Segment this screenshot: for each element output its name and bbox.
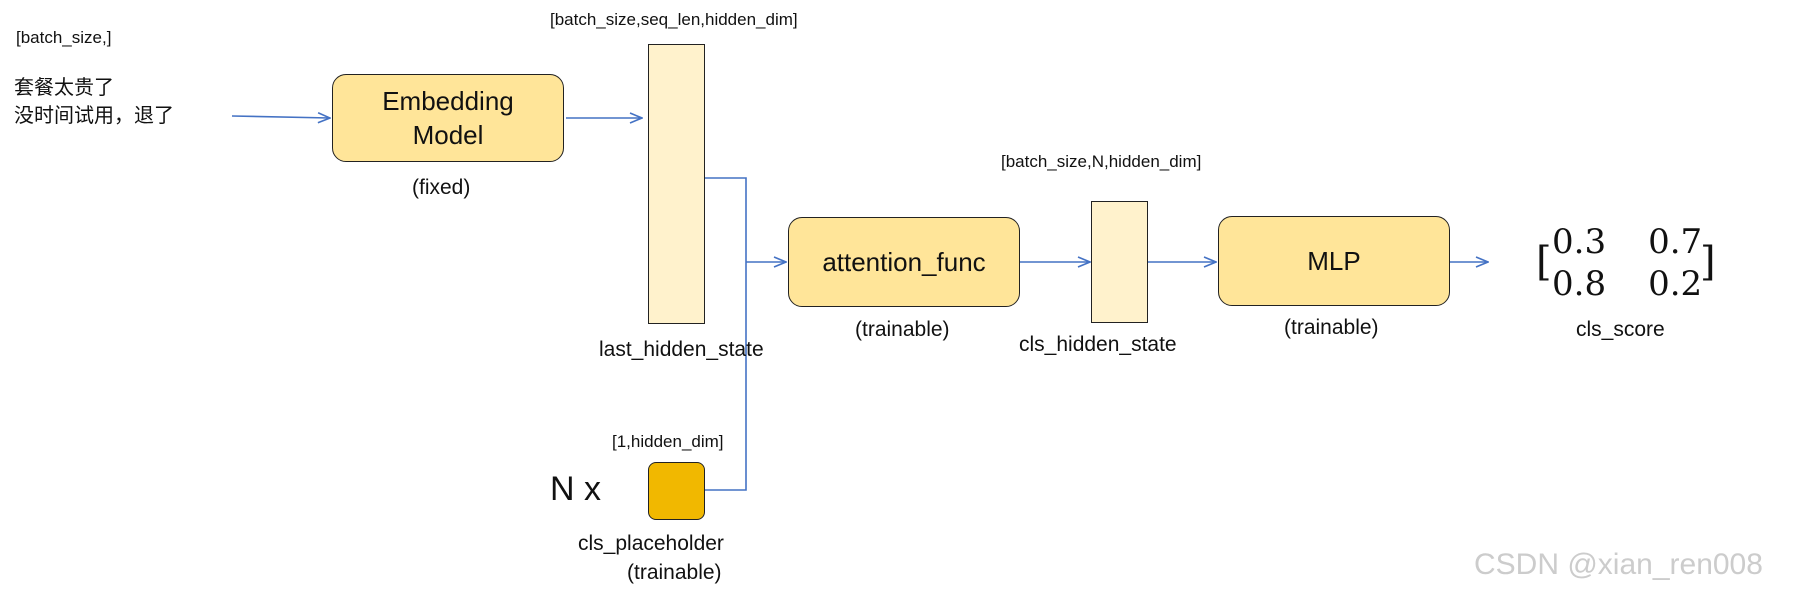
score-r1c2: 0.7: [1648, 222, 1703, 262]
watermark: CSDN @xian_ren008: [1474, 548, 1763, 581]
bus-line: [705, 177, 747, 491]
cls-placeholder-label: cls_placeholder: [578, 532, 724, 555]
last-hidden-state-tensor: [648, 44, 705, 324]
matrix-row-1: 0.3 0.7: [1552, 222, 1702, 262]
matrix-right-bracket: ]: [1700, 239, 1716, 285]
embedding-model-box: Embedding Model: [332, 74, 564, 162]
embedding-title-line-2: Model: [412, 120, 484, 150]
mlp-note: (trainable): [1284, 316, 1379, 339]
attention-func-box: attention_func: [788, 217, 1020, 307]
cls-score-matrix: [ 0.3 0.7 0.8 0.2 ]: [1534, 220, 1716, 310]
last-hidden-shape-label: [batch_size,seq_len,hidden_dim]: [550, 10, 798, 29]
score-r2c2: 0.2: [1648, 264, 1703, 304]
score-r1c1: 0.3: [1552, 222, 1607, 262]
attention-note: (trainable): [855, 318, 950, 341]
cls-hidden-state-label: cls_hidden_state: [1019, 333, 1177, 356]
embedding-note: (fixed): [412, 176, 471, 199]
last-hidden-state-label: last_hidden_state: [599, 338, 764, 361]
matrix-row-2: 0.8 0.2: [1552, 264, 1702, 304]
cls-placeholder-block: [648, 462, 705, 520]
attention-title: attention_func: [822, 247, 986, 277]
arrow-input-to-embedding: [231, 116, 330, 118]
input-text-line-2: 没时间试用，退了: [14, 103, 174, 127]
cls-placeholder-note: (trainable): [627, 561, 722, 584]
matrix-left-bracket: [: [1536, 239, 1552, 285]
mlp-title: MLP: [1307, 246, 1361, 276]
cls-placeholder-shape-label: [1,hidden_dim]: [612, 432, 724, 451]
input-shape-label: [batch_size,]: [16, 28, 112, 47]
cls-placeholder-multiplier: N x: [550, 470, 601, 508]
cls-score-label: cls_score: [1576, 318, 1665, 341]
score-r2c1: 0.8: [1552, 264, 1607, 304]
input-text-line-1: 套餐太贵了: [14, 75, 114, 99]
mlp-box: MLP: [1218, 216, 1450, 306]
cls-hidden-state-tensor: [1091, 201, 1148, 323]
cls-hidden-shape-label: [batch_size,N,hidden_dim]: [1001, 152, 1202, 171]
embedding-title-line-1: Embedding: [382, 86, 514, 116]
